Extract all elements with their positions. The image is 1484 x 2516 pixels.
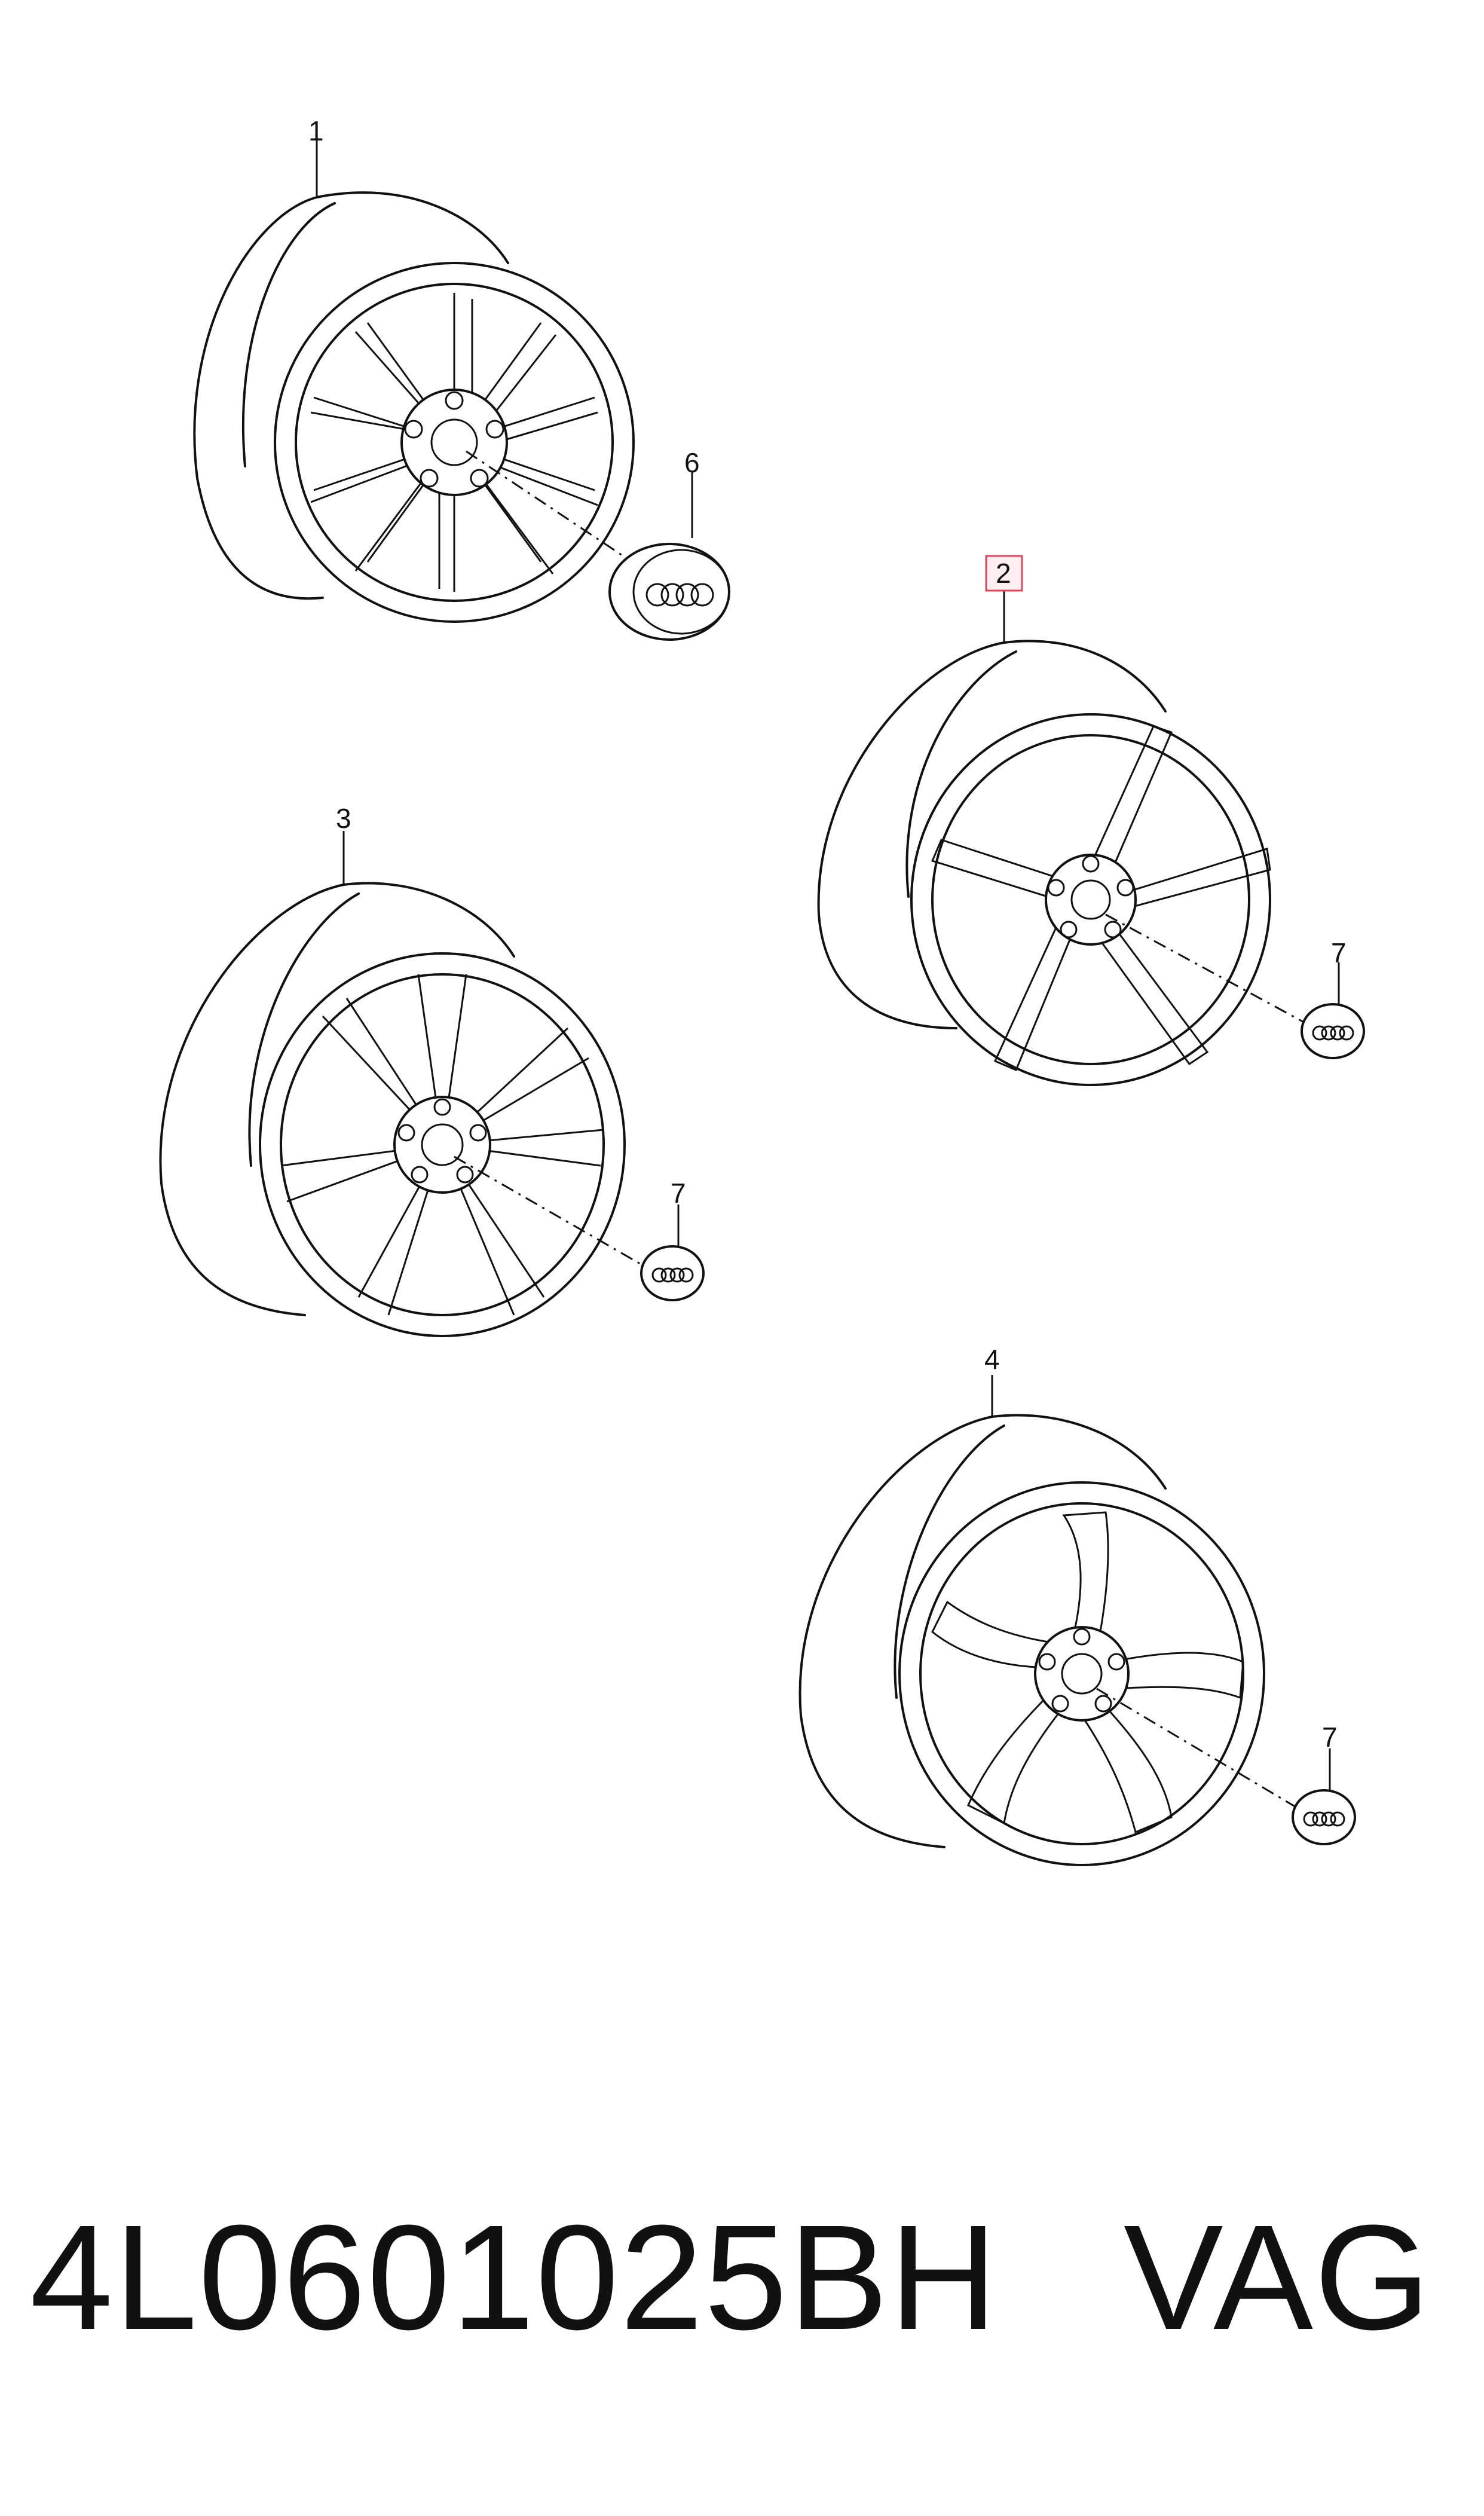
rings-logo-icon bbox=[1303, 1811, 1345, 1827]
callout-2: 2 bbox=[996, 558, 1011, 589]
callout-7-c: 7 bbox=[1322, 1722, 1338, 1753]
callout-6: 6 bbox=[684, 447, 700, 478]
center-cap-7-b[interactable] bbox=[640, 1245, 705, 1301]
wheel-3[interactable] bbox=[159, 882, 626, 1337]
wheel-2-hub bbox=[1045, 854, 1137, 946]
wheel-1-spokes bbox=[310, 293, 598, 592]
wheel-1[interactable] bbox=[193, 191, 635, 623]
rings-logo-icon bbox=[651, 1267, 694, 1283]
callout-2-highlight bbox=[985, 555, 1023, 592]
callout-7-a: 7 bbox=[1331, 937, 1347, 968]
wheel-4-hub bbox=[1034, 1626, 1130, 1722]
axis-line-6 bbox=[466, 450, 646, 572]
wheel-3-spokes bbox=[280, 974, 604, 1316]
wheel-2[interactable] bbox=[817, 640, 1271, 1086]
wheel-4[interactable] bbox=[798, 1414, 1265, 1866]
axis-line-7-c bbox=[1096, 1687, 1304, 1812]
callout-3: 3 bbox=[336, 803, 351, 834]
rings-logo-icon bbox=[645, 583, 714, 607]
rings-logo-icon bbox=[1312, 1025, 1354, 1041]
callout-4: 4 bbox=[984, 1344, 1000, 1375]
wheel-1-hub bbox=[400, 389, 508, 496]
center-cap-7-c[interactable] bbox=[1292, 1789, 1356, 1845]
part-number: 4L0601025BH bbox=[30, 2194, 999, 2361]
axis-line-7-b bbox=[454, 1155, 652, 1271]
center-cap-6[interactable] bbox=[608, 543, 730, 641]
axis-line-7-a bbox=[1105, 913, 1315, 1029]
wheel-2-spokes bbox=[931, 725, 1271, 1071]
callout-7-b: 7 bbox=[671, 1178, 686, 1209]
wheel-4-spokes bbox=[931, 1511, 1244, 1834]
callout-1: 1 bbox=[308, 115, 324, 146]
center-cap-7-a[interactable] bbox=[1301, 1003, 1365, 1059]
wheel-3-hub bbox=[393, 1096, 491, 1194]
footer-caption: 4L0601025BH VAG bbox=[30, 2188, 1464, 2367]
brand-label: VAG bbox=[1124, 2194, 1432, 2361]
